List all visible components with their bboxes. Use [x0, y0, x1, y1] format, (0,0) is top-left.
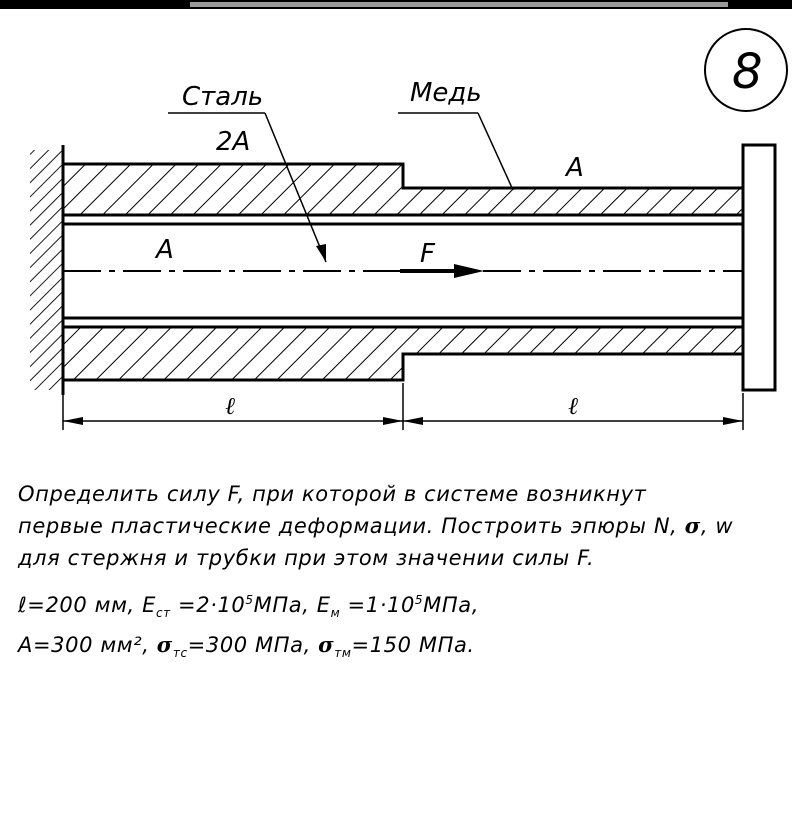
givens-line-2: A=300 мм², σтс=300 МПа, σтм=150 МПа. — [18, 632, 475, 661]
inner-rod — [63, 222, 743, 320]
rod-area-label: A — [154, 235, 174, 265]
copper-label: Медь — [410, 78, 482, 108]
length-label-left: ℓ — [225, 392, 235, 420]
force-arrow — [400, 264, 484, 278]
tube-upper — [61, 162, 745, 217]
problem-number-badge: 8 — [704, 28, 788, 112]
fixed-wall — [30, 145, 65, 395]
task-line-3: для стержня и трубки при этом значении с… — [18, 546, 595, 570]
givens-line-1: ℓ=200 мм, Eст =2·105МПа, Eм =1·105МПа, — [18, 593, 480, 621]
steel-area-label: 2A — [216, 127, 250, 157]
task-line-1: Определить силу F, при которой в системе… — [18, 482, 647, 506]
length-label-right: ℓ — [568, 392, 578, 420]
dimension-lines — [62, 383, 744, 430]
top-tab — [190, 2, 728, 7]
sigma-symbol: σ — [684, 513, 701, 538]
steel-label: Сталь — [182, 82, 263, 112]
copper-leader — [398, 112, 514, 191]
force-label: F — [420, 239, 436, 269]
end-plate — [741, 143, 777, 392]
task-line-2: первые пластические деформации. Построит… — [18, 513, 734, 538]
tube-lower — [61, 325, 745, 382]
svg-text:8: 8 — [732, 44, 763, 100]
structural-diagram: F Сталь 2A Медь A A 8 ℓ ℓ — [30, 28, 788, 430]
copper-area-label: A — [564, 153, 584, 183]
steel-leader — [168, 112, 327, 263]
problem-statement: Определить силу F, при которой в системе… — [18, 478, 788, 669]
